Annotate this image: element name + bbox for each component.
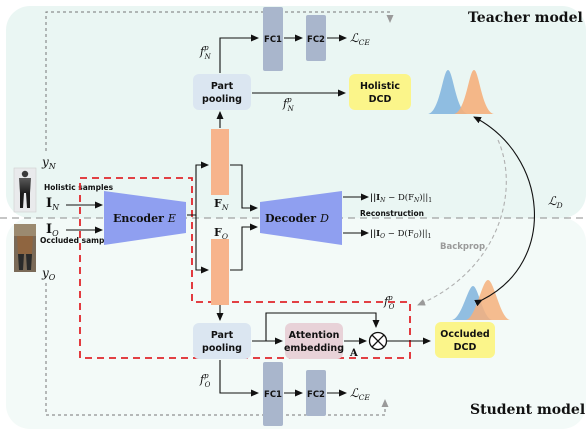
- occluded-person-photo-icon: [14, 224, 36, 272]
- teacher-ce-loss: ℒCE: [350, 31, 370, 47]
- teacher-part-pooling: [193, 74, 251, 110]
- student-fc2: [306, 370, 326, 416]
- encoder-block: [104, 191, 186, 245]
- arrow-encoder-to-fn: [187, 161, 209, 216]
- label-y-occluded: yO: [41, 266, 56, 282]
- feature-map-occluded: [211, 239, 229, 305]
- feature-holistic-label: FN: [214, 197, 229, 212]
- occluded-dcd: [435, 322, 495, 358]
- student-ce-loss: ℒCE: [350, 386, 370, 402]
- reconstruction-label: Reconstruction: [360, 209, 424, 218]
- feature-map-holistic: [211, 129, 229, 195]
- arrow-pooling-to-fc1-student: [219, 360, 259, 397]
- teacher-part-pooling-line2: pooling: [202, 94, 242, 105]
- student-part-pooling: [193, 323, 251, 359]
- teacher-panel: [6, 6, 586, 218]
- student-part-pooling-line1: Part: [211, 330, 234, 341]
- arrow-encoder-to-fo: [195, 215, 209, 274]
- holistic-dcd: [349, 74, 411, 110]
- attention-embedding-line2: embedding: [284, 343, 344, 354]
- feature-occluded-label: FO: [214, 226, 228, 241]
- holistic-samples-label: Holistic samples: [44, 183, 114, 192]
- teacher-fc1: [263, 7, 283, 71]
- student-fc2-label: FC2: [307, 390, 325, 400]
- holistic-label-path: [45, 11, 394, 151]
- student-model-title: Student model: [470, 402, 585, 418]
- occluded-label-path: [45, 283, 389, 416]
- attention-map-label: A: [349, 348, 358, 359]
- distillation-loss-label: ℒD: [548, 194, 563, 210]
- teacher-model-title: Teacher model: [468, 10, 583, 26]
- teacher-fc2: [306, 15, 326, 61]
- holistic-dist-blue: [428, 70, 468, 114]
- attention-embedding: [285, 323, 343, 359]
- teacher-fc2-label: FC2: [307, 35, 325, 45]
- arrow-fo-to-decoder: [230, 223, 258, 271]
- holistic-dcd-line2: DCD: [369, 94, 392, 105]
- label-y-holistic: yN: [41, 155, 57, 171]
- holistic-dcd-line1: Holistic: [360, 81, 400, 92]
- decoder-block: [260, 191, 342, 245]
- student-part-pooling-line2: pooling: [202, 343, 242, 354]
- input-holistic: IN: [46, 196, 60, 212]
- attention-embedding-line1: Attention: [289, 330, 340, 341]
- occluded-dcd-line1: Occluded: [440, 329, 489, 340]
- backprop-label: Backprop: [440, 242, 485, 252]
- recon-holistic-formula: ||IN − D(FN)||1: [370, 192, 432, 204]
- student-branch-region: [79, 177, 411, 359]
- teacher-part-pooling-line1: Part: [211, 81, 234, 92]
- backprop-arc: [417, 139, 507, 306]
- distillation-loss-arc: [473, 116, 536, 307]
- person-photo-icon: [13, 167, 37, 213]
- arrow-pooling-to-multiply: [265, 312, 380, 341]
- holistic-dist-orange: [454, 70, 494, 114]
- multiply-circle-icon: [368, 331, 388, 351]
- arrow-pooling-to-fc1-teacher: [219, 34, 259, 73]
- occluded-samples-label: Occluded samples: [40, 236, 117, 245]
- arrow-fn-to-decoder: [230, 164, 258, 212]
- occluded-dcd-line2: DCD: [454, 342, 477, 353]
- student-fc1: [263, 362, 283, 426]
- teacher-fc1-label: FC1: [264, 35, 282, 45]
- student-fc1-label: FC1: [264, 390, 282, 400]
- input-occluded: IO: [46, 222, 59, 238]
- recon-occluded-formula: ||IO − D(FO)||1: [370, 228, 431, 240]
- occluded-dist-orange: [466, 280, 510, 320]
